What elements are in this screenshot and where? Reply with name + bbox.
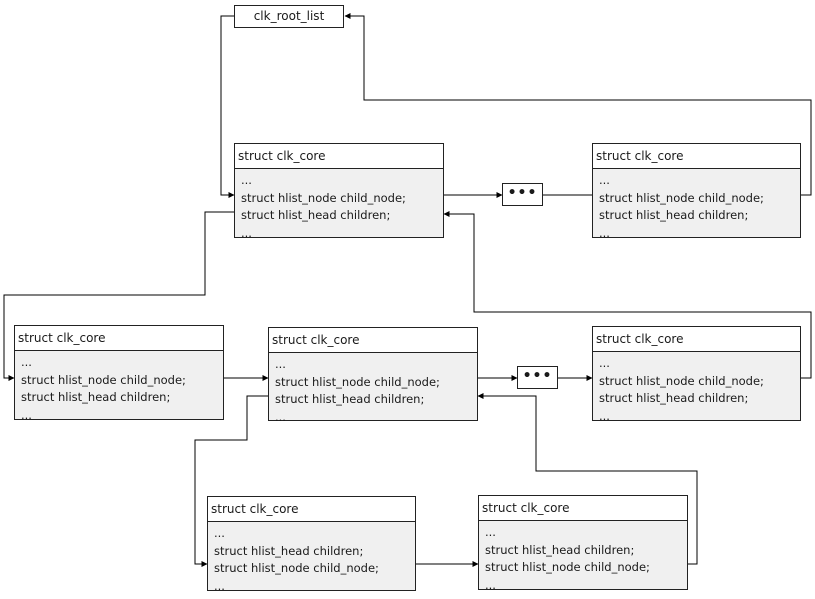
field-ellipsis-end: ... <box>275 409 286 424</box>
field-child-node: struct hlist_node child_node; <box>275 374 440 389</box>
field-child-node: struct hlist_node child_node; <box>599 373 764 388</box>
clk-core-bottom-right: struct clk_core ... struct hlist_head ch… <box>478 495 688 592</box>
clk-core-title: struct clk_core <box>593 327 800 352</box>
clk-core-top-left: struct clk_core ... struct hlist_node ch… <box>234 143 444 240</box>
field-children: struct hlist_head children; <box>599 208 749 222</box>
field-children: struct hlist_head children; <box>21 390 171 404</box>
field-ellipsis-end: ... <box>241 225 252 240</box>
connector-bottom-right-to-mid-center-children <box>477 393 698 567</box>
field-ellipsis-end: ... <box>599 225 610 240</box>
field-ellipsis-start: ... <box>599 173 610 187</box>
field-ellipsis-end: ... <box>485 577 496 592</box>
connector-top-right-to-root <box>344 13 812 196</box>
field-child-node: struct hlist_node child_node; <box>485 560 650 574</box>
clk-root-list-box: clk_root_list <box>234 5 344 28</box>
connector-top-left-children-to-mid-left <box>3 209 240 381</box>
connector-mid-center-children-to-bottom-left <box>194 393 274 567</box>
field-ellipsis-start: ... <box>241 173 252 187</box>
ellipsis-top: ••• <box>502 183 543 206</box>
clk-core-title: struct clk_core <box>479 496 687 521</box>
field-ellipsis-start: ... <box>485 525 496 539</box>
clk-core-mid-center: struct clk_core ... struct hlist_node ch… <box>268 327 478 424</box>
field-children: struct hlist_head children; <box>275 392 425 406</box>
connector-mid-right-to-top-left-children <box>443 211 812 381</box>
field-ellipsis-end: ... <box>21 407 32 422</box>
clk-core-title: struct clk_core <box>593 144 800 169</box>
field-ellipsis-start: ... <box>214 526 225 540</box>
field-ellipsis-start: ... <box>275 357 286 371</box>
clk-core-title: struct clk_core <box>208 497 415 522</box>
field-child-node: struct hlist_node child_node; <box>599 190 764 205</box>
clk-core-mid-right: struct clk_core ... struct hlist_node ch… <box>592 326 801 423</box>
field-child-node: struct hlist_node child_node; <box>241 190 406 205</box>
field-ellipsis-start: ... <box>21 355 32 369</box>
clk-core-title: struct clk_core <box>269 328 477 353</box>
clk-core-title: struct clk_core <box>15 326 223 351</box>
field-children: struct hlist_head children; <box>599 391 749 405</box>
clk-core-bottom-left: struct clk_core ... struct hlist_head ch… <box>207 496 416 593</box>
clk-core-title: struct clk_core <box>235 144 443 169</box>
ellipsis-middle: ••• <box>517 366 558 389</box>
field-children: struct hlist_head children; <box>241 208 391 222</box>
clk-core-top-right: struct clk_core ... struct hlist_node ch… <box>592 143 801 240</box>
field-children: struct hlist_head children; <box>485 542 635 557</box>
field-children: struct hlist_head children; <box>214 543 364 558</box>
clk-core-mid-left: struct clk_core ... struct hlist_node ch… <box>14 325 224 422</box>
field-child-node: struct hlist_node child_node; <box>214 561 379 575</box>
field-ellipsis-end: ... <box>599 408 610 423</box>
field-child-node: struct hlist_node child_node; <box>21 372 186 387</box>
field-ellipsis-start: ... <box>599 356 610 370</box>
field-ellipsis-end: ... <box>214 578 225 593</box>
connector-root-to-top-left <box>220 15 235 198</box>
